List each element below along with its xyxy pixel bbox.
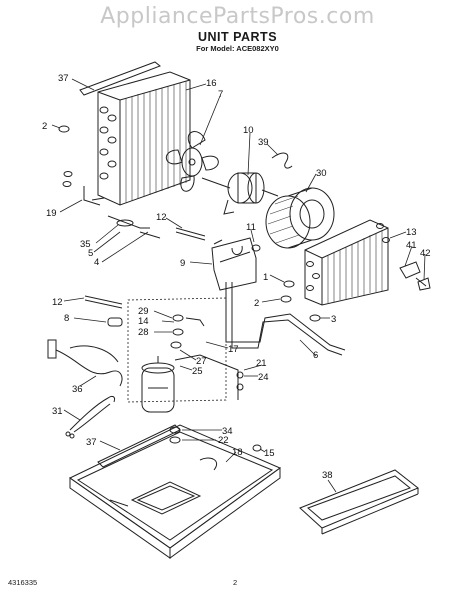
callout-10: 10	[243, 125, 254, 136]
callout-11: 11	[246, 222, 256, 233]
callout-6: 6	[313, 350, 318, 361]
callout-2b: 2	[254, 298, 259, 309]
callout-14: 14	[138, 316, 149, 327]
callout-1: 1	[263, 272, 268, 283]
motor-mount	[211, 237, 257, 291]
refrigerant-tubing	[174, 282, 346, 400]
screws-and-rods	[83, 186, 206, 327]
callout-37b: 37	[86, 437, 97, 448]
callout-17: 17	[228, 344, 239, 355]
condenser-coil	[304, 219, 390, 306]
callout-12: 12	[156, 212, 167, 223]
model-line: For Model: ACE082XY0	[196, 44, 279, 53]
callout-7: 7	[218, 89, 223, 100]
callout-9: 9	[180, 258, 185, 269]
coil-top-bar	[79, 61, 161, 96]
diagram-title: UNIT PARTS	[197, 30, 278, 44]
callout-38: 38	[322, 470, 333, 481]
callout-27: 27	[196, 356, 207, 367]
callout-12b: 12	[52, 297, 63, 308]
callout-16: 16	[206, 78, 217, 89]
callout-15: 15	[264, 448, 275, 459]
callout-22: 22	[218, 435, 229, 446]
control-assembly	[127, 297, 227, 403]
callout-31: 31	[52, 406, 63, 417]
callout-8: 8	[64, 313, 69, 324]
evaporator-coil	[79, 61, 191, 206]
callout-35: 35	[80, 239, 91, 250]
leader-lines	[51, 78, 426, 493]
callout-2: 2	[42, 121, 47, 132]
wire-clip	[271, 152, 293, 169]
callout-24: 24	[258, 372, 269, 383]
document-number: 4316335	[8, 578, 38, 587]
callout-4: 4	[94, 257, 99, 268]
callout-39: 39	[258, 137, 269, 148]
callout-25: 25	[192, 366, 203, 377]
callout-37: 37	[58, 73, 69, 84]
callout-19: 19	[46, 208, 57, 219]
watermark: AppliancePartsPros.com	[100, 4, 375, 29]
blower-wheel	[265, 187, 335, 249]
callout-29: 29	[138, 306, 149, 317]
fan-blade	[166, 131, 219, 192]
callout-34: 34	[222, 426, 233, 437]
page-number: 2	[233, 578, 238, 587]
callout-41: 41	[406, 240, 417, 251]
callout-42: 42	[420, 248, 431, 259]
base-pan	[69, 424, 282, 559]
callout-21: 21	[256, 358, 267, 369]
fan-motor	[201, 172, 279, 215]
callout-5: 5	[88, 248, 93, 259]
callout-labels: 37 16 7 2 10 39 30 19 12 11 13 41 42 35 …	[42, 73, 431, 481]
callout-36: 36	[72, 384, 83, 395]
base-top-bar	[97, 424, 181, 468]
compressor	[141, 356, 175, 413]
callout-3: 3	[331, 314, 336, 325]
callout-13: 13	[406, 227, 417, 238]
mounting-bracket	[399, 261, 431, 291]
power-cord	[47, 339, 123, 387]
callout-30: 30	[316, 168, 327, 179]
drain-tray	[299, 469, 419, 535]
callout-28: 28	[138, 327, 149, 338]
wire-harness	[65, 395, 115, 439]
callout-18: 18	[232, 447, 243, 458]
